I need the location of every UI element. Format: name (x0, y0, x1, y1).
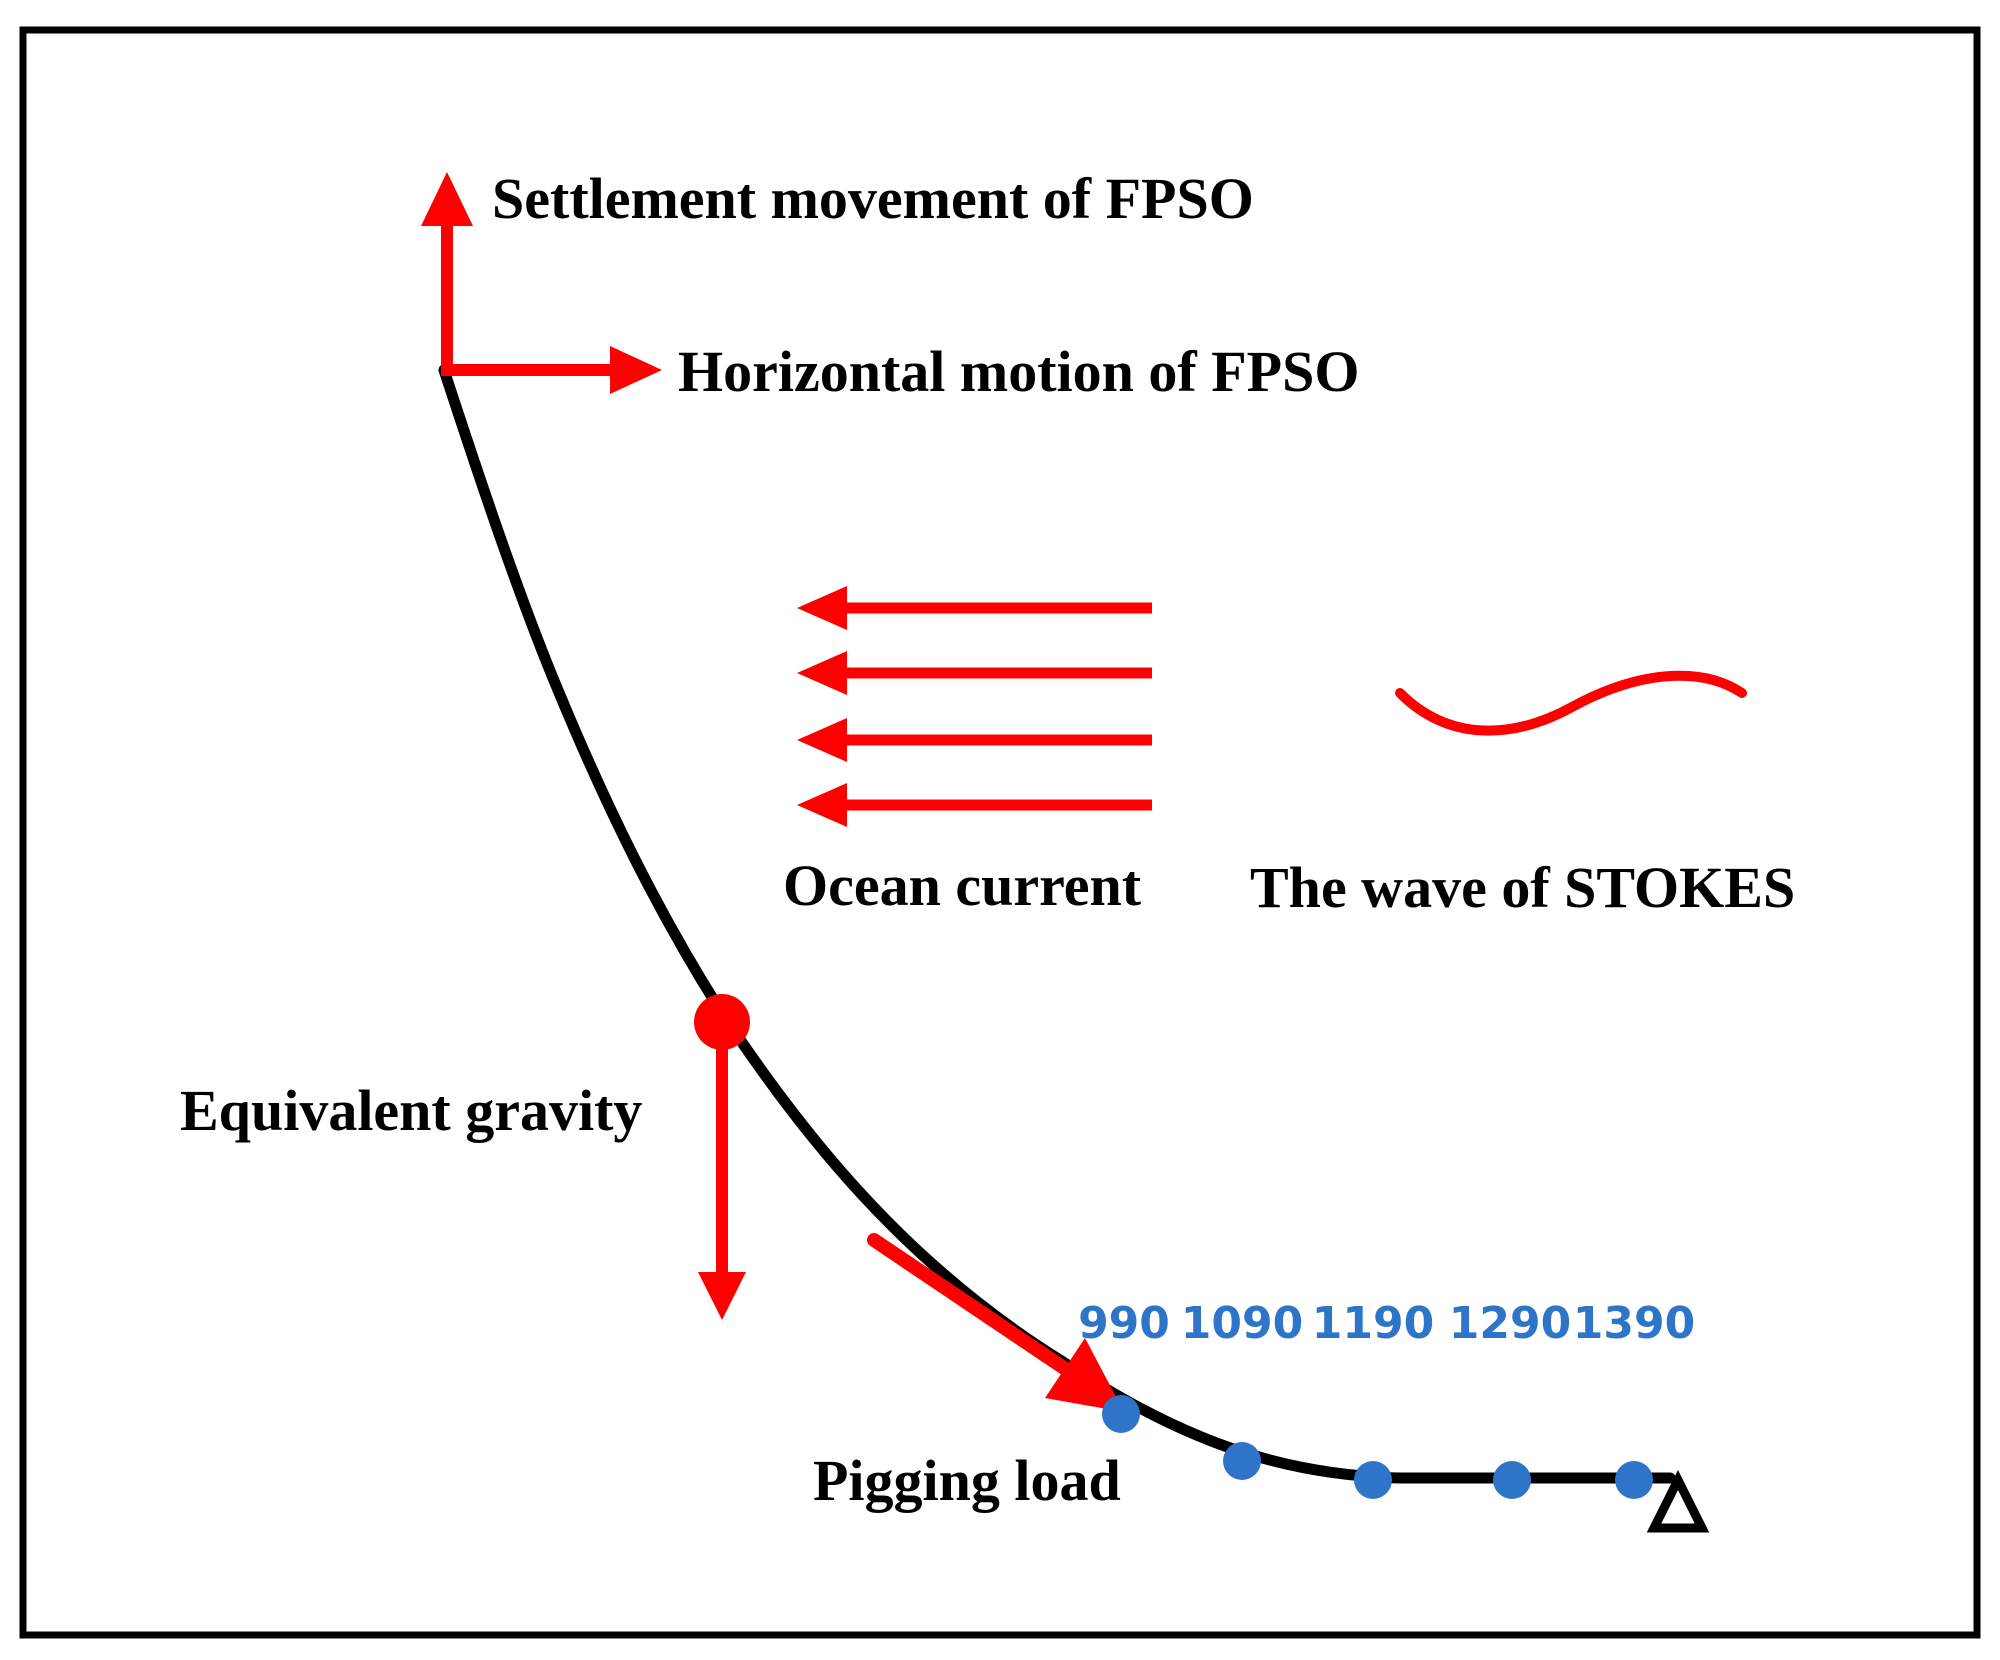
pigging-load-arrow (867, 1233, 1124, 1412)
equivalent-gravity-label: Equivalent gravity (180, 1078, 642, 1143)
node-marker-1290 (1493, 1461, 1531, 1499)
ocean-current-arrowhead (797, 586, 847, 630)
node-label-1090: 1090 (1181, 1298, 1303, 1349)
stokes-wave-label: The wave of STOKES (1250, 855, 1795, 920)
node-label-1290: 1290 (1449, 1298, 1571, 1349)
node-marker-1390 (1615, 1461, 1653, 1499)
diagram-frame (19, 26, 1981, 1639)
node-label-990: 990 (1078, 1298, 1170, 1349)
settlement-arrow (421, 172, 473, 372)
horizontal-motion-label: Horizontal motion of FPSO (678, 339, 1359, 404)
ocean-current-arrowhead (797, 718, 847, 762)
ocean-current-arrows (797, 586, 1152, 827)
node-marker-1190 (1354, 1461, 1392, 1499)
equivalent-gravity-arrow (698, 1035, 746, 1320)
node-marker-1090 (1223, 1442, 1261, 1480)
settlement-label: Settlement movement of FPSO (492, 166, 1254, 231)
ocean-current-arrowhead (797, 783, 847, 827)
node-marker-990 (1102, 1395, 1140, 1433)
stokes-wave-visible (1395, 670, 1747, 736)
node-label-1190: 1190 (1312, 1298, 1434, 1349)
ocean-current-label: Ocean current (783, 853, 1142, 918)
ocean-current-arrowhead (797, 651, 847, 695)
seabed-support-icon (1646, 1469, 1710, 1533)
gravity-node (694, 994, 750, 1050)
horizontal-motion-arrow (441, 346, 662, 394)
node-label-1390: 1390 (1573, 1298, 1695, 1349)
pigging-load-label: Pigging load (813, 1448, 1121, 1513)
